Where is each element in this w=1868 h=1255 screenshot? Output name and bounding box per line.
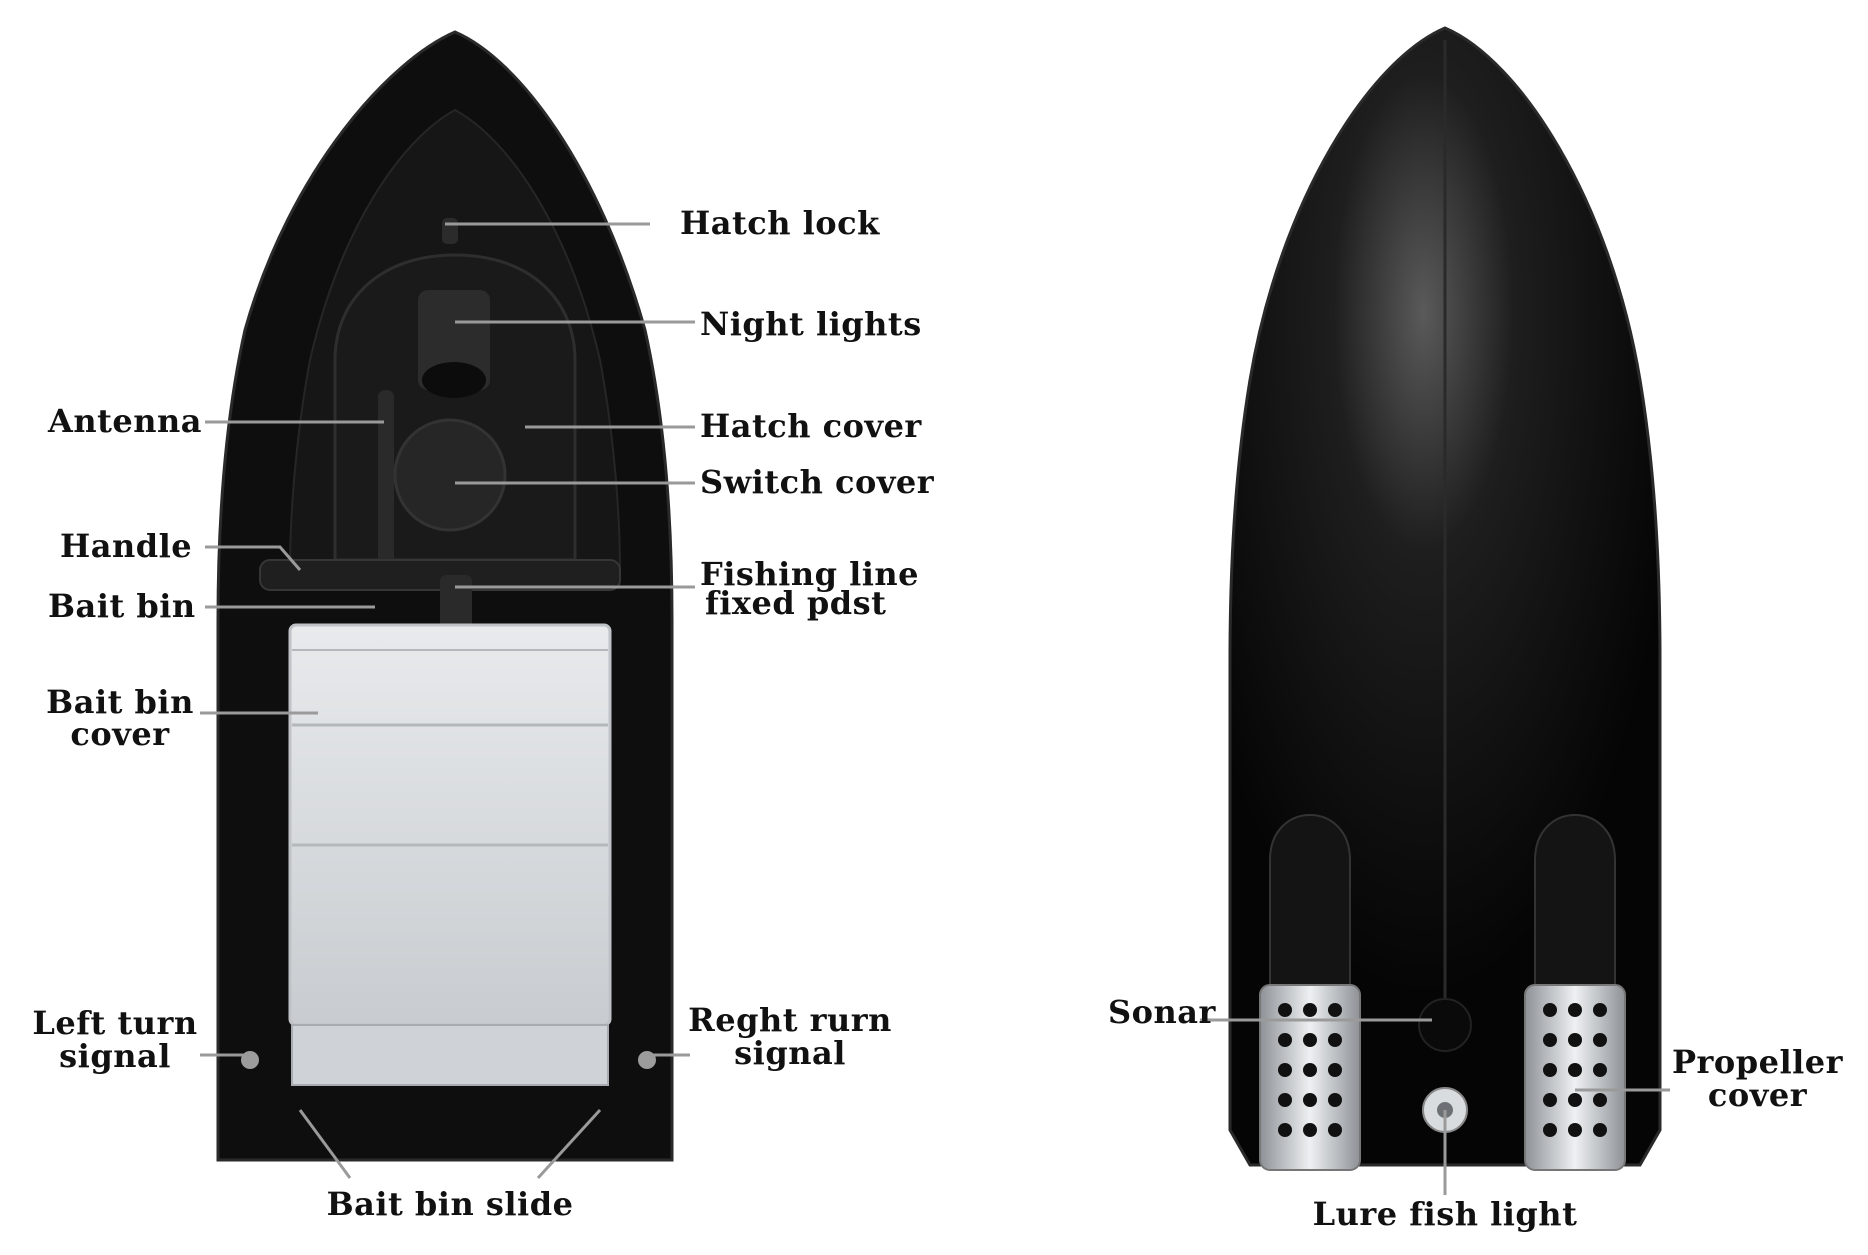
top-view-boat <box>216 30 674 1162</box>
label-night-lights: Night lights <box>700 305 922 343</box>
antenna-rod <box>378 390 394 565</box>
label-sonar: Sonar <box>1108 993 1216 1031</box>
line-post <box>440 575 472 635</box>
bait-bin-slide <box>291 1024 609 1086</box>
label-hatch-cover: Hatch cover <box>700 407 922 445</box>
label-bait-bin: Bait bin <box>48 587 196 625</box>
sonar-sensor <box>1418 998 1472 1052</box>
label-lure-fish-light: Lure fish light <box>1312 1195 1578 1233</box>
hatch-lock-knob <box>442 218 458 244</box>
label-switch-cover: Switch cover <box>700 463 935 501</box>
label-bait-bin-slide: Bait bin slide <box>326 1185 574 1223</box>
night-lights-lens <box>422 362 486 398</box>
switch-cover-cap <box>393 418 507 532</box>
leader-slide-right <box>536 1108 602 1180</box>
leader-slide-left <box>298 1109 352 1179</box>
label-bait-bin-cover-2: cover <box>70 715 170 753</box>
label-fishing-line-1: Fishing line <box>700 555 920 593</box>
label-propeller-2: cover <box>1707 1076 1808 1114</box>
leader-lines <box>200 222 1670 1195</box>
label-propeller-1: Propeller <box>1671 1043 1844 1081</box>
label-left-turn-1: Left turn <box>32 1004 198 1042</box>
leader-handle <box>205 545 302 571</box>
label-hatch-lock: Hatch lock <box>680 204 880 242</box>
label-fishing-line-2: fixed pdst <box>705 584 887 622</box>
bait-bin-cover <box>288 623 612 1027</box>
label-handle: Handle <box>60 527 193 565</box>
label-right-turn-2: signal <box>734 1034 846 1072</box>
label-right-turn-1: Reght rurn <box>688 1001 892 1039</box>
night-lights-housing <box>418 290 490 390</box>
label-bait-bin-cover-1: Bait bin <box>46 683 194 721</box>
label-left-turn-2: signal <box>59 1037 171 1075</box>
propeller-holes <box>1278 1003 1607 1137</box>
label-antenna: Antenna <box>48 402 202 440</box>
bottom-view-boat <box>1228 26 1662 1171</box>
